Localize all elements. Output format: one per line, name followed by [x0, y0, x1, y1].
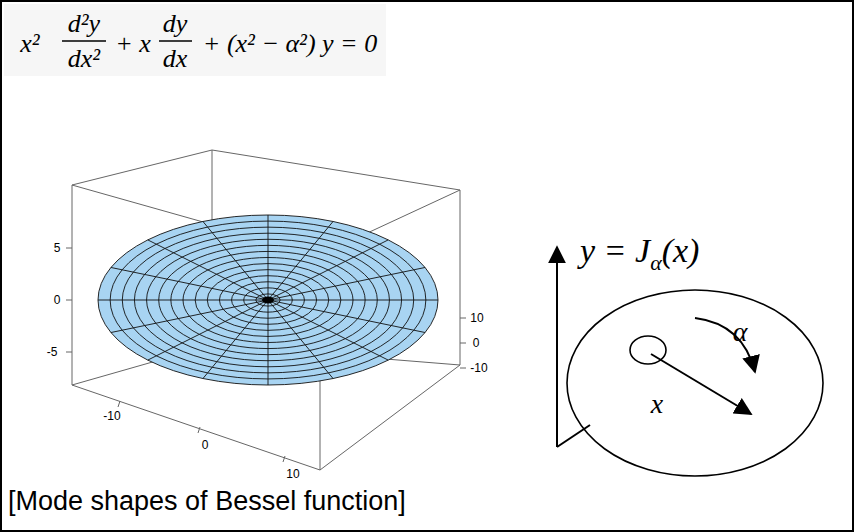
- fraction-numerator: d²y: [68, 11, 100, 37]
- equation-band: [4, 4, 386, 76]
- axis-tick: -10: [470, 362, 487, 374]
- equation-term: x²: [20, 31, 39, 57]
- axis-tick: 10: [470, 312, 483, 324]
- axis-tick: 0: [473, 337, 480, 349]
- radius-label: x: [651, 390, 663, 418]
- caption: [Mode shapes of Bessel function]: [8, 486, 406, 517]
- y-axis-arrow: [556, 247, 558, 447]
- fraction-numerator: dy: [163, 11, 188, 37]
- axis-tick: 5: [54, 242, 61, 254]
- axis-tick: 0: [202, 439, 209, 451]
- plot-box: [66, 150, 466, 470]
- fraction-bar: [159, 40, 192, 42]
- bessel-label: y = Jα(x): [580, 232, 699, 270]
- axis-tick: 0: [54, 294, 61, 306]
- center-dot: [262, 297, 274, 304]
- function-name: y = J: [580, 232, 650, 269]
- axis-tick: -5: [47, 346, 58, 358]
- axis-tick: -10: [103, 410, 120, 422]
- ellipse-outline: [565, 288, 825, 478]
- angle-label: α: [733, 318, 748, 346]
- fraction-denominator: dx²: [68, 46, 100, 72]
- disk: [98, 215, 438, 385]
- function-order: α: [650, 250, 662, 275]
- axis-tick: 10: [286, 468, 299, 480]
- equation-term: + x: [115, 31, 151, 57]
- mode-mesh: [98, 215, 438, 385]
- fraction-bar: [62, 40, 106, 42]
- fraction-denominator: dx: [163, 46, 188, 72]
- equation-term: + (x² − α²) y = 0: [203, 31, 377, 57]
- function-argument: (x): [662, 232, 700, 269]
- disk-sketch: αx: [565, 288, 825, 478]
- axis-stub: [557, 425, 590, 447]
